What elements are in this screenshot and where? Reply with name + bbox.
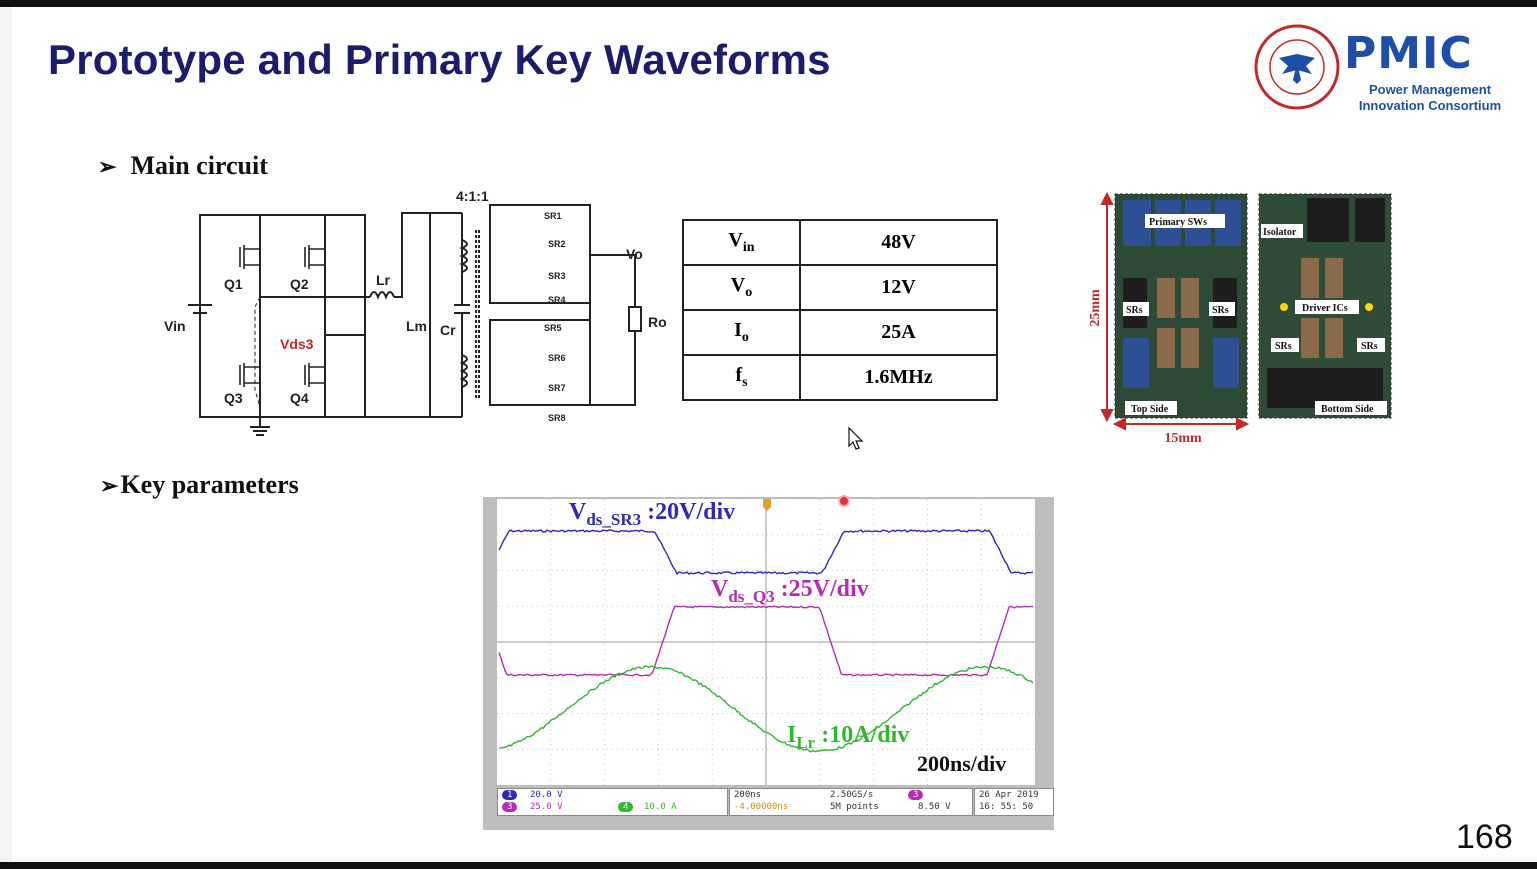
capture-date: 26 Apr 2019 (979, 790, 1039, 800)
circuit-sr8-label: SR8 (548, 413, 566, 423)
circuit-ratio-label: 4:1:1 (456, 188, 489, 204)
circuit-sr6-label: SR6 (548, 353, 566, 363)
waveform-ch3-vds-q3 (498, 605, 1034, 677)
slide-left-edge (0, 7, 12, 862)
page-number: 168 (1456, 818, 1513, 856)
table-row: Vin 48V (682, 219, 998, 266)
circuit-ro-label: Ro (648, 314, 667, 330)
window-top-bar (0, 0, 1537, 7)
photo-srs-left-bottom-label: SRs (1275, 341, 1292, 352)
trigger-delay: -4.00000ns (734, 802, 789, 812)
bullet-key-parameters: ➢Key parameters (100, 470, 299, 500)
param-name-cell: Vo (682, 264, 801, 311)
laser-pointer-dot (838, 495, 850, 507)
table-row: Io 25A (682, 309, 998, 356)
circuit-lr-label: Lr (376, 272, 391, 288)
photo-bottom-side-label: Bottom Side (1321, 404, 1374, 415)
circuit-sr5-label: SR5 (544, 323, 562, 333)
ch1-scale: 20.0 V (530, 790, 563, 800)
pmic-logo-text: PMIC (1344, 28, 1473, 79)
waveform-ch4-ilr (498, 665, 1034, 753)
param-value-cell: 48V (799, 219, 998, 266)
photo-isolator-label: Isolator (1263, 227, 1297, 238)
trigger-position-marker (763, 499, 771, 511)
trigger-channel-badge: 3 (908, 790, 924, 800)
time-per-div: 200ns (734, 790, 762, 800)
pmic-subtitle-line2: Innovation Consortium (1358, 98, 1502, 113)
oscilloscope-capture: Vds_SR3 :20V/div Vds_Q3 :25V/div ILr :10… (483, 497, 1054, 830)
photo-srs-right-bottom-label: SRs (1361, 341, 1378, 352)
ch3-scale: 25.0 V (530, 802, 563, 812)
university-seal-logo (1254, 24, 1340, 110)
capture-time: 16: 55: 50 (979, 802, 1034, 812)
parameter-table: Vin 48V Vo 12V Io 25A fs 1.6MHz (682, 219, 998, 401)
circuit-sr3-label: SR3 (548, 271, 566, 281)
param-value-cell: 1.6MHz (799, 354, 998, 401)
sample-rate: 2.50GS/s (830, 790, 874, 800)
circuit-vin-label: Vin (164, 318, 186, 334)
arrow-bullet-icon: ➢ (100, 473, 119, 498)
ch1-badge: 1 (502, 790, 518, 800)
table-row: Vo 12V (682, 264, 998, 311)
photo-width-dimension: 15mm (1164, 431, 1202, 446)
oscilloscope-screen (483, 499, 1035, 785)
ch3-badge: 3 (502, 802, 518, 812)
circuit-q4-label: Q4 (290, 390, 309, 406)
bullet-key-parameters-label: Key parameters (120, 470, 299, 499)
waveform-ch1-vds-sr3 (498, 529, 1034, 576)
photo-srs-right-top-label: SRs (1212, 305, 1229, 316)
window-bottom-bar (0, 862, 1537, 869)
photo-top-side-label: Top Side (1131, 404, 1169, 415)
param-name-cell: Vin (682, 219, 801, 266)
bullet-main-circuit-label: Main circuit (130, 151, 268, 180)
param-name-cell: fs (682, 354, 801, 401)
circuit-q3-label: Q3 (224, 390, 243, 406)
circuit-q2-label: Q2 (290, 276, 309, 292)
waveform-label-ilr: ILr :10A/div (787, 722, 910, 752)
param-value-cell: 25A (799, 309, 998, 356)
waveform-label-vds-q3: Vds_Q3 :25V/div (711, 576, 869, 606)
photo-height-dimension: 25mm (1088, 289, 1103, 327)
param-name-cell: Io (682, 309, 801, 356)
ch4-scale: 10.0 A (644, 802, 677, 812)
photo-driver-ics-label: Driver ICs (1302, 303, 1348, 314)
datetime-panel: 26 Apr 2019 16: 55: 50 (974, 788, 1054, 816)
bullet-main-circuit: ➢ Main circuit (98, 151, 268, 181)
param-value-cell: 12V (799, 264, 998, 311)
waveform-label-vds-sr3: Vds_SR3 :20V/div (569, 499, 736, 529)
circuit-vo-label: Vo (626, 246, 643, 262)
arrow-bullet-icon: ➢ (98, 154, 117, 179)
trigger-level: 8.50 V (918, 802, 951, 812)
ch4-badge: 4 (618, 802, 634, 812)
channel-scale-panel: 1 20.0 V 3 25.0 V 4 10.0 A (497, 788, 728, 816)
timebase-panel: 200ns -4.00000ns 2.50GS/s 5M points 3 8.… (729, 788, 973, 816)
circuit-q1-label: Q1 (224, 276, 243, 292)
circuit-cr-label: Cr (440, 322, 456, 338)
photo-srs-left-top-label: SRs (1126, 305, 1143, 316)
timebase-label: 200ns/div (917, 751, 1007, 776)
circuit-sr2-label: SR2 (548, 239, 566, 249)
pmic-subtitle-line1: Power Management (1368, 82, 1492, 97)
photo-primary-sws-label: Primary SWs (1149, 217, 1207, 228)
prototype-photo: Primary SWs SRs SRs Top Side Isolator Dr… (1085, 188, 1395, 453)
oscilloscope-waveforms (483, 499, 1035, 785)
circuit-sr1-label: SR1 (544, 211, 562, 221)
main-circuit-diagram: Vin Q1 Q2 Q3 Q4 Lr Lm Cr 4:1:1 Vo Ro Vds… (160, 185, 680, 445)
circuit-sr7-label: SR7 (548, 383, 566, 393)
record-length: 5M points (830, 802, 879, 812)
slide-title: Prototype and Primary Key Waveforms (48, 36, 831, 83)
circuit-vds3-label: Vds3 (280, 336, 314, 352)
table-row: fs 1.6MHz (682, 354, 998, 401)
mouse-cursor-icon (848, 426, 866, 456)
circuit-lm-label: Lm (406, 318, 427, 334)
circuit-sr4-label: SR4 (548, 295, 566, 305)
